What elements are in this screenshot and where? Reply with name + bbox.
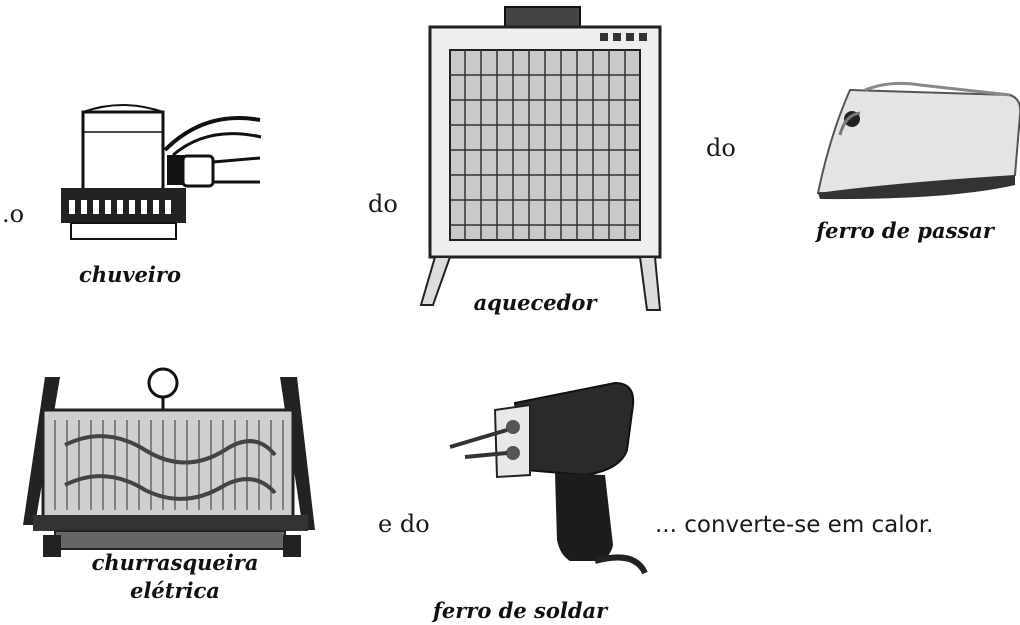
caption-chuveiro: chuveiro xyxy=(79,262,181,287)
connector-do-1: do xyxy=(368,190,398,218)
connector-ending: ... converte-se em calor. xyxy=(655,512,934,538)
caption-churrasqueira: churrasqueira xyxy=(91,550,259,575)
shower-icon xyxy=(61,104,262,240)
caption-ferro-soldar: ferro de soldar xyxy=(432,598,608,623)
connector-o: .o xyxy=(2,200,25,228)
caption-eletrica: elétrica xyxy=(130,578,220,603)
soldering-iron-icon xyxy=(449,381,648,575)
connector-do-2: do xyxy=(706,134,736,162)
iron-icon xyxy=(816,81,1020,200)
electric-grill-icon xyxy=(23,367,315,557)
heater-icon xyxy=(419,6,662,311)
caption-ferro-passar: ferro de passar xyxy=(816,218,994,243)
connector-e-do: e do xyxy=(378,510,430,538)
caption-aquecedor: aquecedor xyxy=(473,290,597,315)
